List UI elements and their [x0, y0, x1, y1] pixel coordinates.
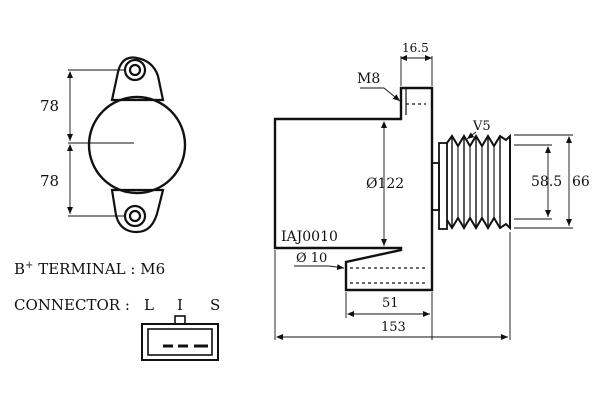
connector-label: CONNECTOR :: [14, 296, 130, 314]
side-view: [273, 55, 573, 340]
pulley-outline: [446, 133, 511, 231]
dim-mount-lower: 78: [40, 172, 59, 190]
dim-overall-length: 153: [381, 320, 406, 335]
housing-outline: [273, 86, 434, 292]
mount-ear-outline: [110, 56, 165, 102]
upper-hole: [123, 58, 147, 82]
mount-ear-lower-outline: [110, 188, 165, 234]
dim-pulley-outer: 66: [572, 174, 590, 190]
dim-pulley-diameter: 58.5: [531, 174, 562, 190]
dim-mount-upper: 78: [40, 97, 59, 115]
dim-lower-width: 51: [382, 296, 399, 311]
upper-hole-inner: [128, 63, 142, 77]
lower-hole: [123, 204, 147, 228]
end-view: [67, 56, 187, 234]
lower-hole-inner: [128, 209, 142, 223]
connector-pin-i: I: [177, 296, 183, 314]
body-circle: [87, 95, 187, 195]
connector-pin-l: L: [144, 296, 154, 314]
dim-flange-width: 16.5: [402, 41, 429, 55]
connector-icon: [141, 315, 219, 361]
dim-body-diameter: Ø122: [366, 176, 404, 192]
b-terminal-label: B+ TERMINAL : M6: [14, 260, 165, 278]
dim-hole-diameter: Ø 10: [296, 251, 327, 266]
part-code: IAJ0010: [281, 229, 338, 245]
dim-pulley-type: V5: [472, 119, 491, 134]
dim-mount-thread: M8: [357, 71, 380, 87]
connector-pin-s: S: [210, 296, 220, 314]
